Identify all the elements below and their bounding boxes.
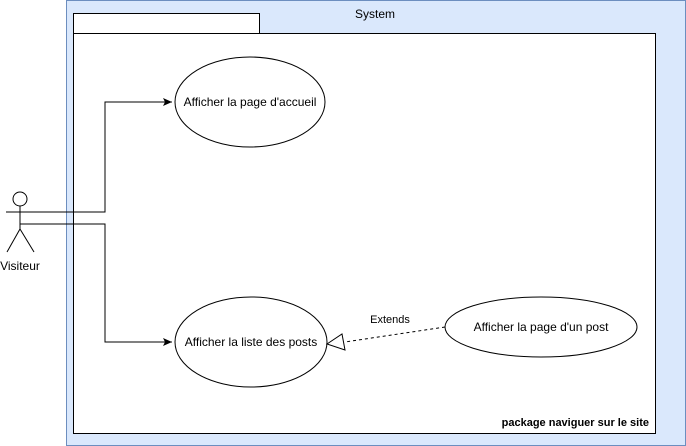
use-case-list-ellipse: [174, 296, 328, 388]
use-case-post[interactable]: Afficher la page d'un post: [444, 296, 638, 358]
use-case-home[interactable]: Afficher la page d'accueil: [174, 56, 326, 148]
actor-right-leg: [19, 228, 35, 253]
system-label: System: [355, 7, 395, 21]
actor-head: [12, 191, 28, 207]
use-case-list-label: Afficher la liste des posts: [185, 335, 318, 349]
actor-left-leg: [6, 228, 21, 253]
extend-relation-line[interactable]: [344, 326, 446, 343]
use-case-list[interactable]: Afficher la liste des posts: [174, 296, 328, 388]
package-tab: [73, 13, 260, 34]
use-case-post-label: Afficher la page d'un post: [474, 320, 609, 334]
extend-arrowhead-icon: [325, 333, 346, 351]
package-name: package naviguer sur le site: [502, 417, 649, 429]
association-list[interactable]: [20, 223, 172, 346]
association-home[interactable]: [35, 98, 172, 213]
use-case-home-label: Afficher la page d'accueil: [184, 95, 317, 109]
actor-name: Visiteur: [0, 259, 40, 273]
use-case-home-ellipse: [174, 56, 326, 148]
extend-label: Extends: [370, 314, 410, 326]
actor-visiteur[interactable]: Visiteur: [0, 191, 40, 273]
package-frame: [73, 33, 656, 434]
